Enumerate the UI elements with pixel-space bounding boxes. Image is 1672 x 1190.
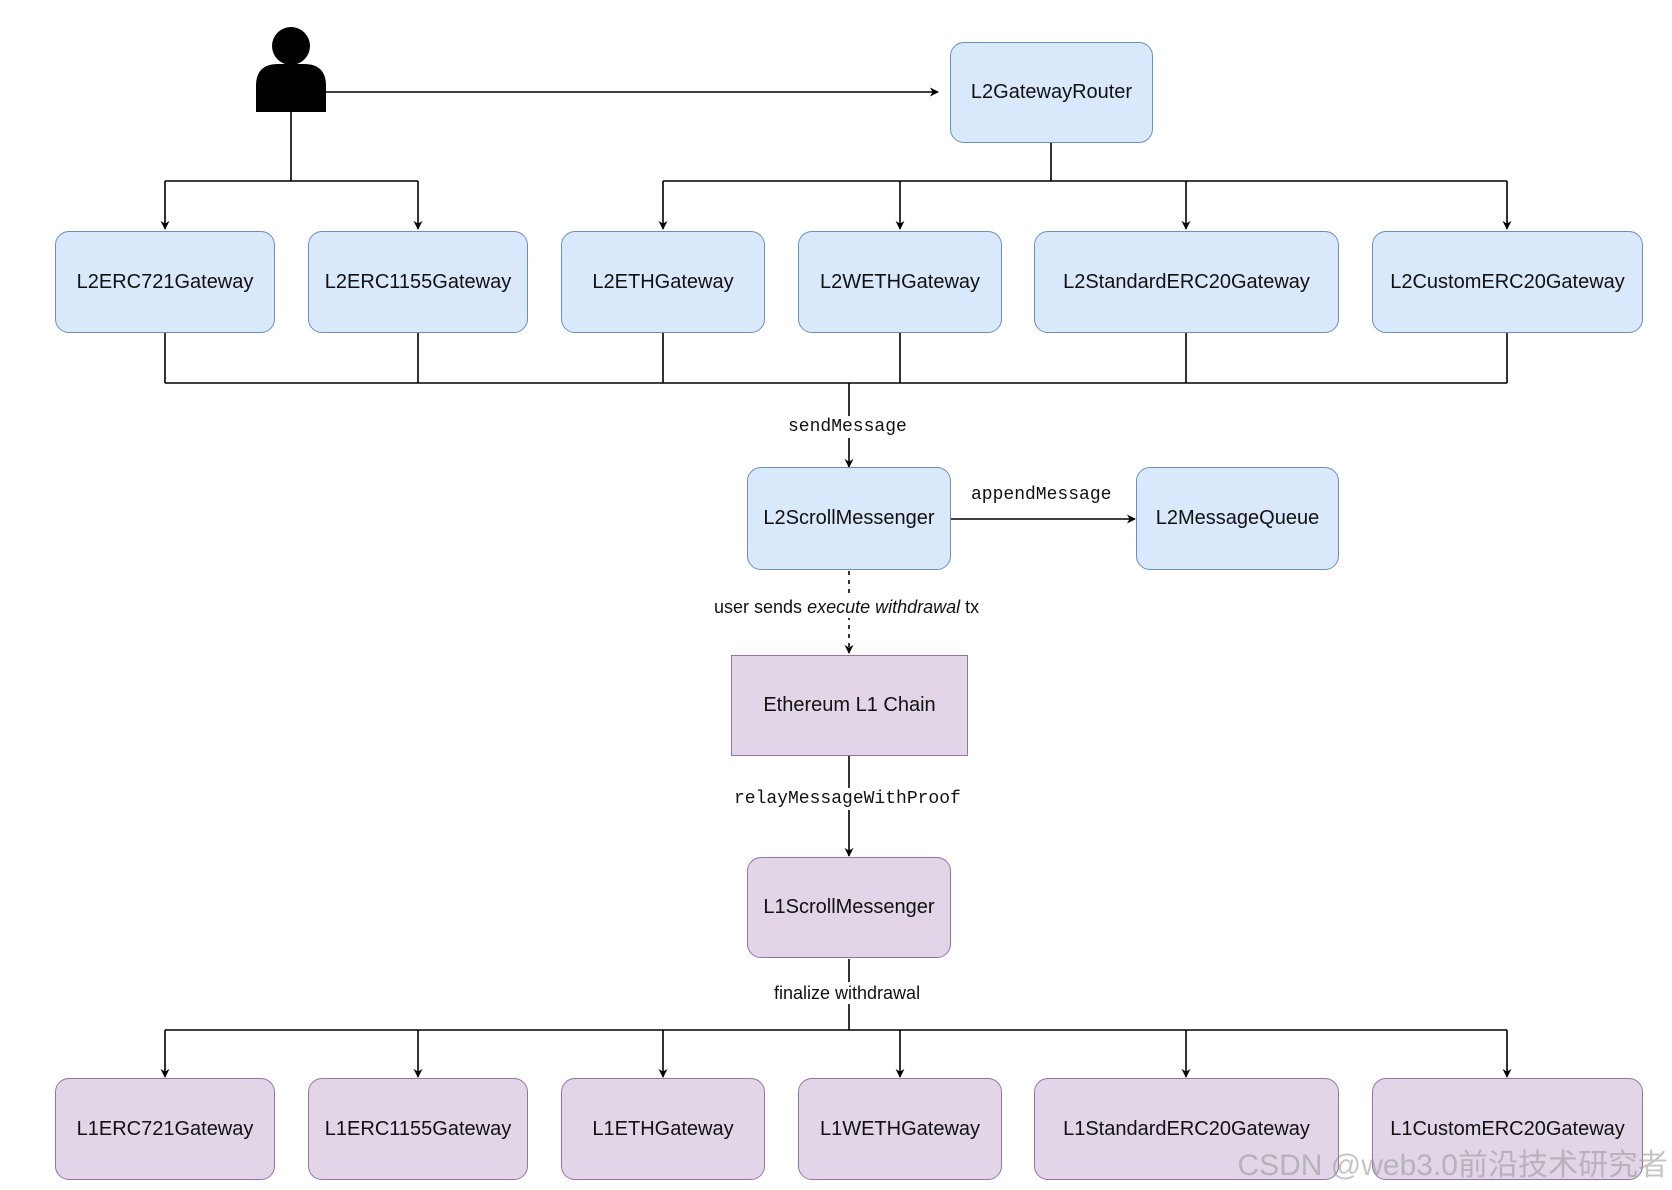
append-message-label: appendMessage — [970, 484, 1113, 506]
execute-withdrawal-suffix: tx — [960, 597, 980, 617]
l1-scroll-messenger-node: L1ScrollMessenger — [747, 857, 951, 958]
l2-erc721-gateway-node: L2ERC721Gateway — [55, 231, 275, 333]
l2-custom-erc20-gateway-node: L2CustomERC20Gateway — [1372, 231, 1643, 333]
l2-scroll-messenger-node: L2ScrollMessenger — [747, 467, 951, 570]
l1-erc721-gateway-node: L1ERC721Gateway — [55, 1078, 275, 1180]
l1-weth-gateway-node: L1WETHGateway — [798, 1078, 1002, 1180]
ethereum-l1-chain-node: Ethereum L1 Chain — [731, 655, 968, 756]
edge-l2-gateway-drops — [164, 333, 1508, 383]
user-icon — [256, 27, 326, 112]
send-message-label: sendMessage — [787, 416, 908, 438]
execute-withdrawal-label: user sends execute withdrawal tx — [713, 596, 981, 618]
l1-eth-gateway-node: L1ETHGateway — [561, 1078, 765, 1180]
l2-standard-erc20-gateway-node: L2StandardERC20Gateway — [1034, 231, 1339, 333]
l2-gateway-router-node: L2GatewayRouter — [950, 42, 1153, 143]
relay-message-with-proof-label: relayMessageWithProof — [733, 788, 962, 810]
l2-erc1155-gateway-node: L2ERC1155Gateway — [308, 231, 528, 333]
l2-eth-gateway-node: L2ETHGateway — [561, 231, 765, 333]
l2-weth-gateway-node: L2WETHGateway — [798, 231, 1002, 333]
watermark: CSDN @web3.0前沿技术研究者 — [1237, 1149, 1668, 1182]
execute-withdrawal-prefix: user sends — [714, 597, 808, 617]
l1-standard-erc20-gateway-node: L1StandardERC20Gateway — [1034, 1078, 1339, 1180]
l1-custom-erc20-gateway-node: L1CustomERC20Gateway — [1372, 1078, 1643, 1180]
finalize-withdrawal-label: finalize withdrawal — [773, 982, 922, 1004]
l1-erc1155-gateway-node: L1ERC1155Gateway — [308, 1078, 528, 1180]
execute-withdrawal-italic: execute withdrawal — [807, 597, 961, 617]
l2-message-queue-node: L2MessageQueue — [1136, 467, 1339, 570]
